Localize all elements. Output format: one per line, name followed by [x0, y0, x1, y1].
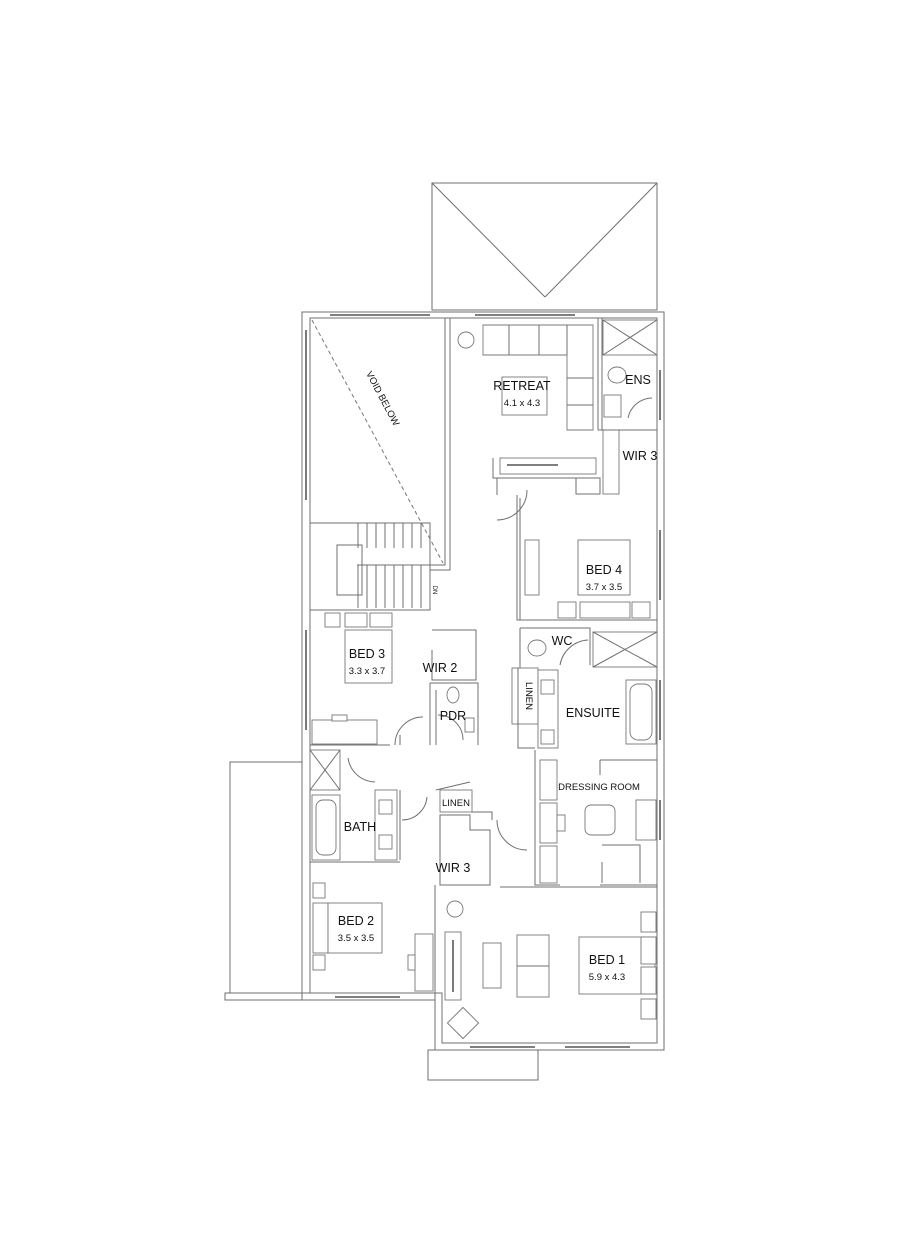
room-label-pdr: PDR	[440, 709, 466, 723]
room-label-wir3-upper: WIR 3	[623, 449, 658, 463]
room-label-bed2: BED 2	[338, 914, 374, 928]
roof	[431, 182, 658, 311]
bed-1-furniture	[440, 884, 657, 1040]
room-label-wir3-lower: WIR 3	[436, 861, 471, 875]
room-label-bed1: BED 1	[589, 953, 625, 967]
staircase	[309, 522, 431, 611]
room-label-bath: BATH	[344, 820, 376, 834]
room-label-wir2: WIR 2	[423, 661, 458, 675]
room-size-bed1: 5.9 x 4.3	[589, 972, 625, 983]
room-label-ensuite: ENSUITE	[566, 706, 620, 720]
room-label-ens: ENS	[625, 373, 651, 387]
room-label-dressing-room: DRESSING ROOM	[558, 782, 640, 793]
room-size-retreat: 4.1 x 4.3	[504, 398, 540, 409]
room-label-bed3: BED 3	[349, 647, 385, 661]
retreat-furniture	[457, 318, 603, 495]
bed-3-furniture	[310, 609, 430, 746]
ensuite-master	[511, 627, 658, 749]
bed-2-furniture	[309, 862, 436, 995]
room-size-bed4: 3.7 x 3.5	[586, 582, 622, 593]
dressing-room-furniture	[496, 750, 657, 886]
room-size-bed3: 3.3 x 3.7	[349, 666, 385, 677]
stair-label: DN	[431, 586, 437, 595]
room-label-wc: WC	[552, 634, 573, 648]
void-label: VOID BELOW	[363, 370, 401, 428]
room-label-linen-upper: LINEN	[523, 682, 534, 710]
room-label-linen-lower: LINEN	[442, 798, 470, 809]
bath-furniture	[309, 749, 428, 863]
room-label-bed4: BED 4	[586, 563, 622, 577]
wir2-pdr	[429, 629, 479, 745]
ensuite-top	[598, 319, 658, 495]
void-area	[311, 318, 451, 571]
room-size-bed2: 3.5 x 3.5	[338, 933, 374, 944]
room-label-retreat: RETREAT	[493, 379, 551, 393]
bed-4-furniture	[496, 489, 657, 621]
